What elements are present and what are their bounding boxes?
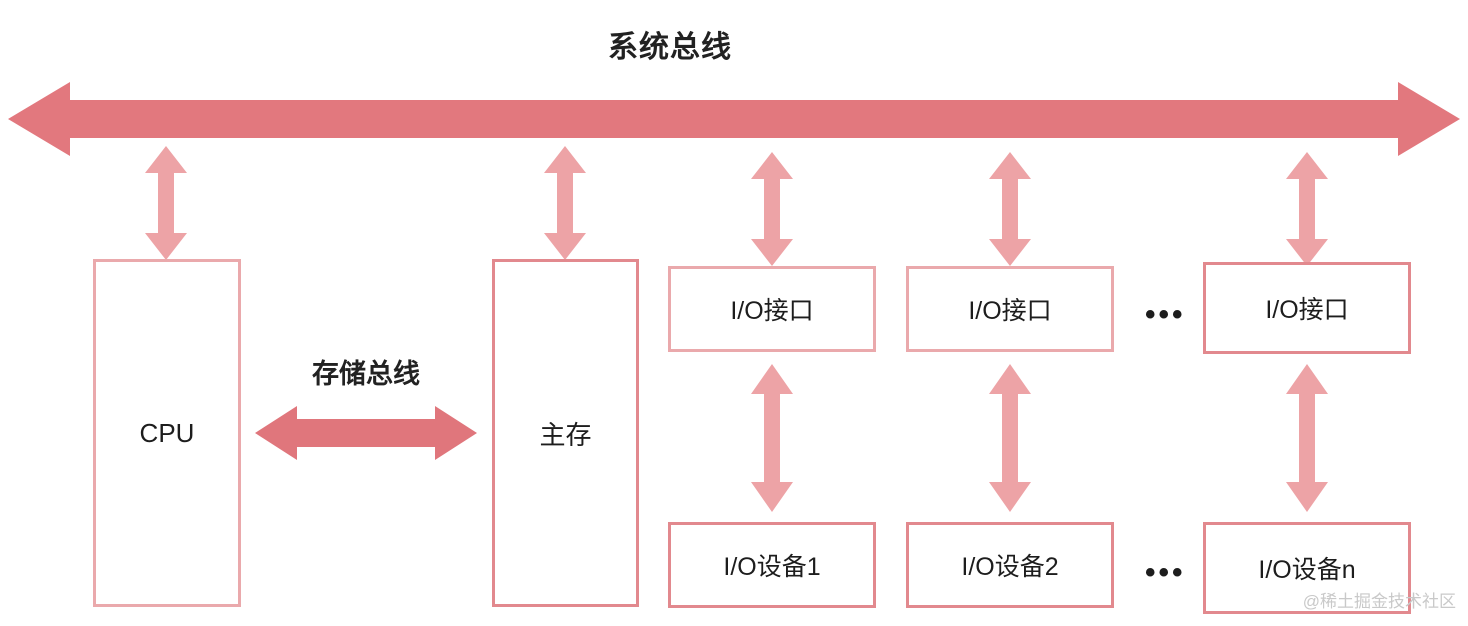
- node-memory[interactable]: 主存: [492, 259, 639, 607]
- connector-io-interface-3-to-device-n: [1286, 364, 1328, 512]
- node-cpu-label: CPU: [139, 417, 195, 448]
- node-io-interface-3[interactable]: I/O接口: [1203, 262, 1411, 354]
- connector-io-interface-1-to-device-1: [751, 364, 793, 512]
- node-io-device-1-label: I/O设备1: [723, 553, 821, 581]
- node-io-device-1[interactable]: I/O设备1: [668, 522, 876, 608]
- node-io-device-n[interactable]: I/O设备n: [1203, 522, 1411, 614]
- ellipsis-io-interfaces: •••: [1145, 298, 1186, 331]
- node-io-interface-2-label: I/O接口: [968, 297, 1052, 325]
- ellipsis-io-devices: •••: [1145, 556, 1186, 589]
- connector-io-interface-2-to-device-2: [989, 364, 1031, 512]
- connector-bus-to-io-interface-3: [1286, 152, 1328, 266]
- node-io-device-2[interactable]: I/O设备2: [906, 522, 1114, 608]
- system-bus-arrow: [8, 78, 1460, 160]
- connector-bus-to-memory: [544, 146, 586, 260]
- node-io-device-2-label: I/O设备2: [961, 553, 1059, 581]
- node-io-interface-2[interactable]: I/O接口: [906, 266, 1114, 352]
- connector-bus-to-cpu: [145, 146, 187, 260]
- connector-bus-to-io-interface-1: [751, 152, 793, 266]
- storage-bus-arrow: [255, 404, 477, 462]
- storage-bus-label: 存储总线: [312, 359, 420, 389]
- node-io-device-n-label: I/O设备n: [1258, 556, 1356, 584]
- node-memory-label: 主存: [539, 419, 592, 450]
- node-cpu[interactable]: CPU: [93, 259, 241, 607]
- page-title: 系统总线: [608, 31, 732, 64]
- connector-bus-to-io-interface-2: [989, 152, 1031, 266]
- node-io-interface-1[interactable]: I/O接口: [668, 266, 876, 352]
- node-io-interface-1-label: I/O接口: [730, 297, 814, 325]
- node-io-interface-3-label: I/O接口: [1265, 296, 1349, 324]
